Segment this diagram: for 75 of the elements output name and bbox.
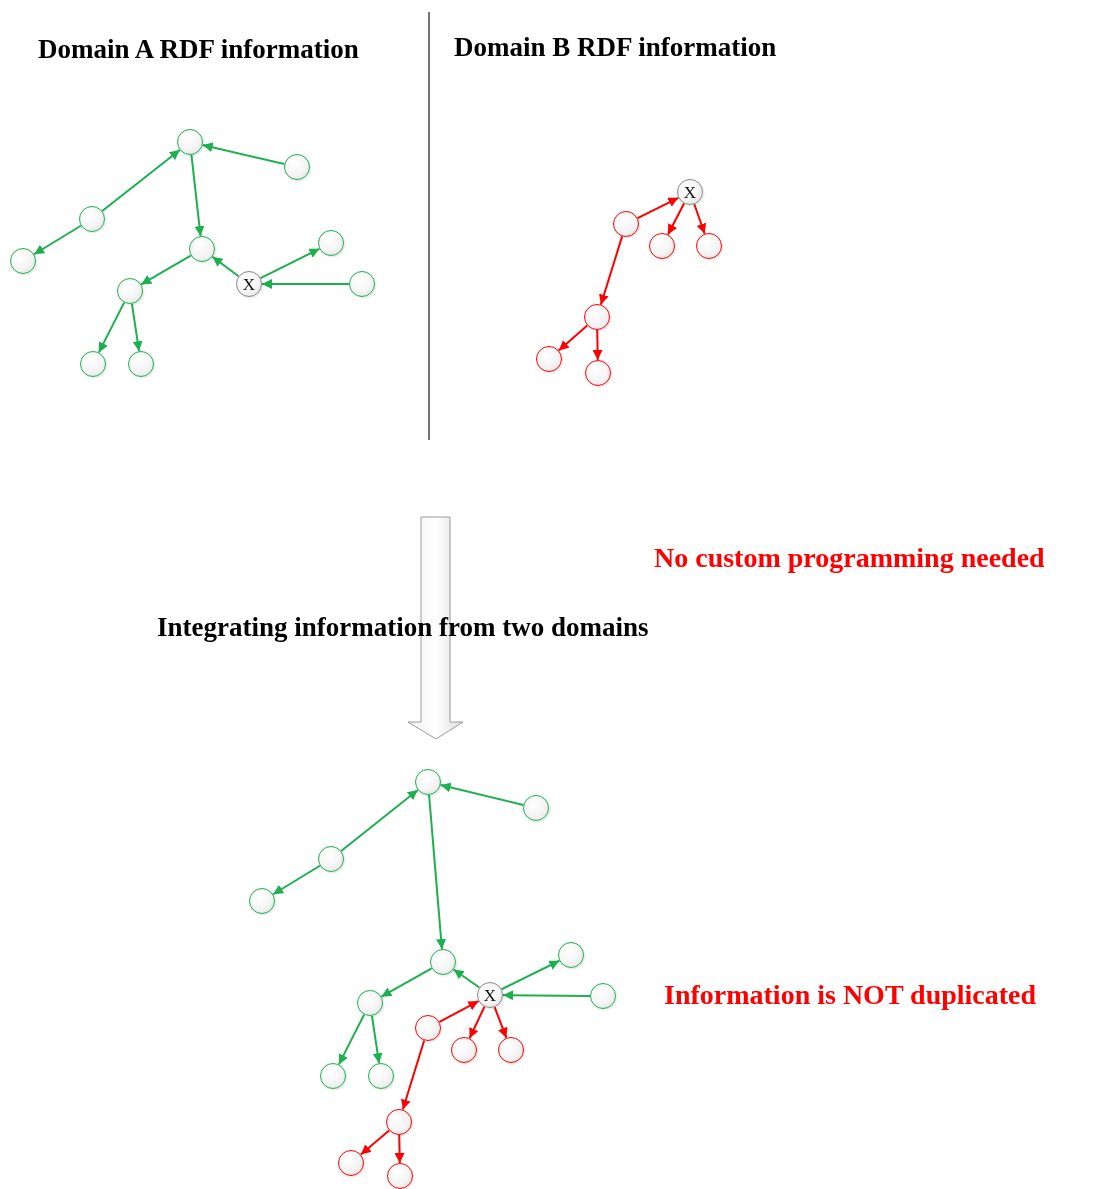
node-circle (387, 1163, 413, 1189)
arrow (452, 968, 481, 989)
node-circle (249, 888, 275, 914)
node-circle (558, 942, 584, 968)
heading: Domain B RDF information (454, 32, 777, 63)
node-circle (451, 1037, 477, 1063)
arrow (394, 1134, 405, 1164)
note-text: No custom programming needed (654, 542, 1045, 574)
node-circle (386, 1109, 412, 1135)
node-label: X (242, 275, 256, 293)
arrow (468, 1005, 486, 1040)
arrow (259, 247, 321, 280)
arrow (201, 142, 286, 166)
node-circle (10, 248, 36, 274)
heading: Integrating information from two domains (157, 612, 649, 643)
node-circle (590, 983, 616, 1009)
arrow (592, 329, 603, 361)
arrow (140, 254, 192, 286)
node-label: X (483, 986, 497, 1004)
node-circle (177, 129, 203, 155)
arrow (428, 793, 447, 951)
arrow (502, 990, 591, 1001)
arrow (130, 302, 143, 353)
node-circle (477, 982, 503, 1008)
heading: Domain A RDF information (38, 34, 359, 65)
note-text: Information is NOT duplicated (664, 979, 1037, 1011)
node-circle (318, 846, 344, 872)
arrow (33, 224, 82, 256)
node-circle (80, 351, 106, 377)
arrow (500, 959, 561, 991)
arrow (370, 1014, 383, 1065)
node-circle (320, 1063, 346, 1089)
arrow (493, 1006, 508, 1039)
arrow (101, 149, 181, 212)
arrow (380, 967, 433, 998)
node-circle (696, 233, 722, 259)
node-circle (585, 360, 611, 386)
arrow (359, 1129, 391, 1156)
node-circle (349, 271, 375, 297)
node-circle (649, 233, 675, 259)
arrow (261, 279, 350, 289)
arrow (599, 235, 624, 306)
node-label: X (683, 183, 697, 201)
node-circle (338, 1150, 364, 1176)
node-circle (189, 236, 215, 262)
node-circle (357, 990, 383, 1016)
node-circle (117, 278, 143, 304)
arrow (667, 202, 685, 236)
node-circle (498, 1037, 524, 1063)
node-circle (415, 1015, 441, 1041)
arrow (272, 864, 321, 896)
arrow (190, 153, 205, 238)
node-circle (677, 179, 703, 205)
arrow (340, 789, 419, 852)
arrow (439, 782, 525, 806)
node-circle (368, 1063, 394, 1089)
node-circle (79, 206, 105, 232)
node-circle (318, 230, 344, 256)
arrow (211, 255, 240, 278)
arrow (97, 301, 126, 354)
arrow (693, 203, 707, 235)
node-circle (584, 304, 610, 330)
node-circle (523, 795, 549, 821)
node-circle (613, 211, 639, 237)
arrow (636, 196, 680, 220)
node-circle (415, 769, 441, 795)
node-circle (128, 351, 154, 377)
arrow (401, 1039, 426, 1111)
node-circle (236, 271, 262, 297)
arrow (438, 1000, 480, 1023)
node-circle (284, 154, 310, 180)
node-circle (430, 949, 456, 975)
node-circle (536, 346, 562, 372)
arrow (337, 1013, 366, 1066)
arrow (557, 324, 589, 352)
